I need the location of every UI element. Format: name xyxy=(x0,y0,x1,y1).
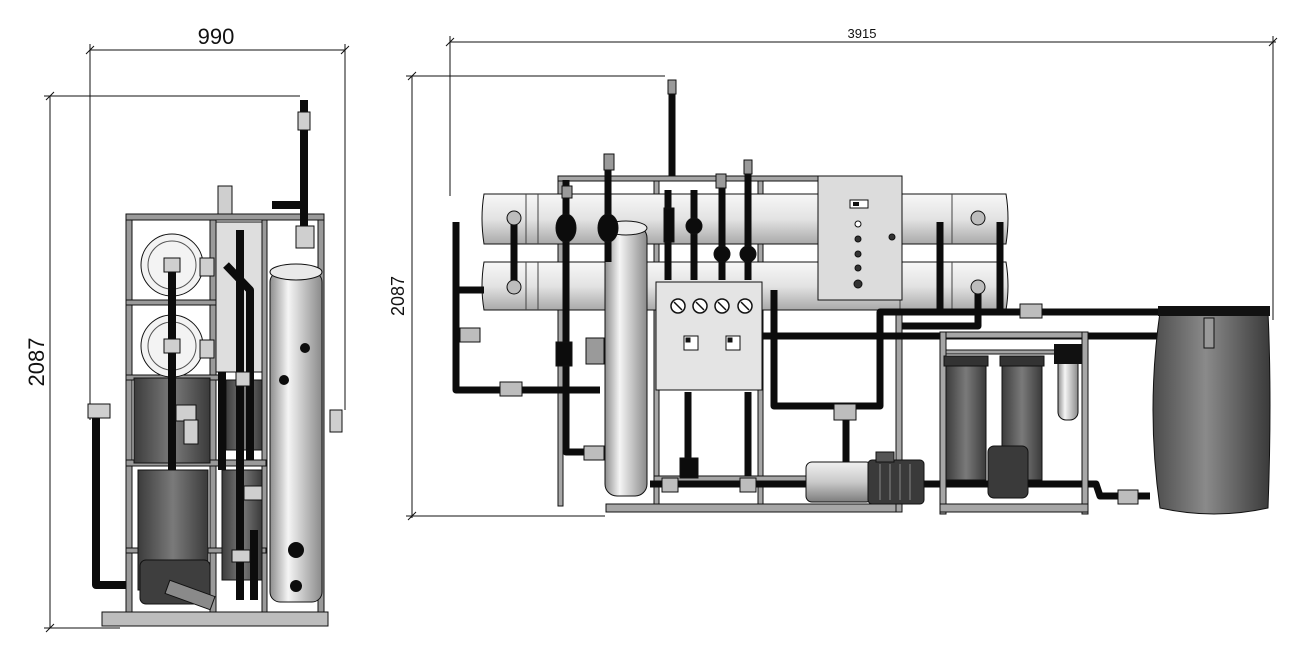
dim-front-width: 3915 xyxy=(848,26,877,41)
switch-icon xyxy=(683,335,741,351)
front-view xyxy=(452,79,1271,515)
tank-icon xyxy=(1152,306,1271,515)
motor-pump-icon xyxy=(805,451,925,505)
dim-front-height: 2087 xyxy=(388,276,408,316)
dim-side-width: 990 xyxy=(198,24,235,49)
side-view xyxy=(87,100,343,627)
gauge-icon xyxy=(670,298,753,314)
valve-icon xyxy=(459,210,1139,505)
dimension-lines xyxy=(44,36,1278,633)
cartridge-filter xyxy=(943,344,1082,499)
dim-side-height: 2087 xyxy=(24,338,49,387)
control-cabinet xyxy=(817,175,903,301)
gauge-panel xyxy=(655,281,763,391)
